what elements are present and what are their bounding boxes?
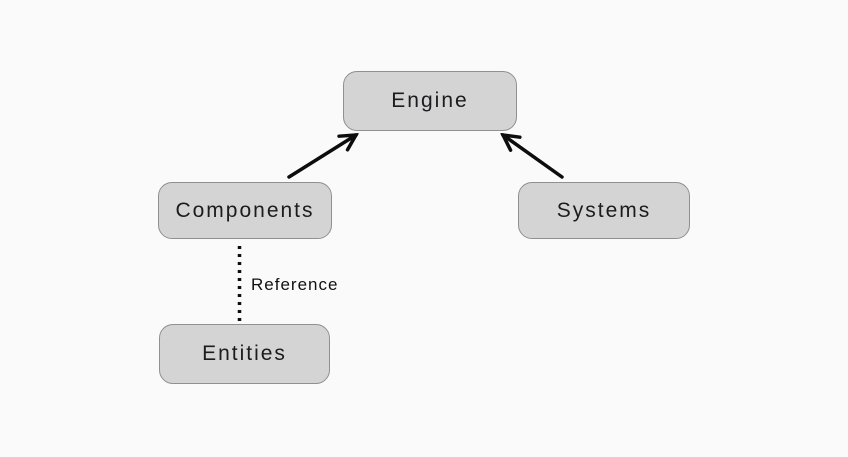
node-entities-label: Entities: [202, 342, 287, 365]
edge-label-reference: Reference: [251, 275, 339, 294]
node-engine-label: Engine: [391, 89, 469, 112]
node-entities: Entities: [159, 324, 330, 384]
node-engine: Engine: [343, 71, 517, 131]
edge-systems-to-engine-arrow: [503, 135, 564, 179]
node-systems-label: Systems: [556, 198, 652, 222]
node-components-label: Components: [175, 198, 315, 222]
edge-components-to-engine-arrow: [287, 135, 356, 179]
node-components: Components: [158, 182, 332, 239]
node-systems: Systems: [518, 182, 690, 239]
